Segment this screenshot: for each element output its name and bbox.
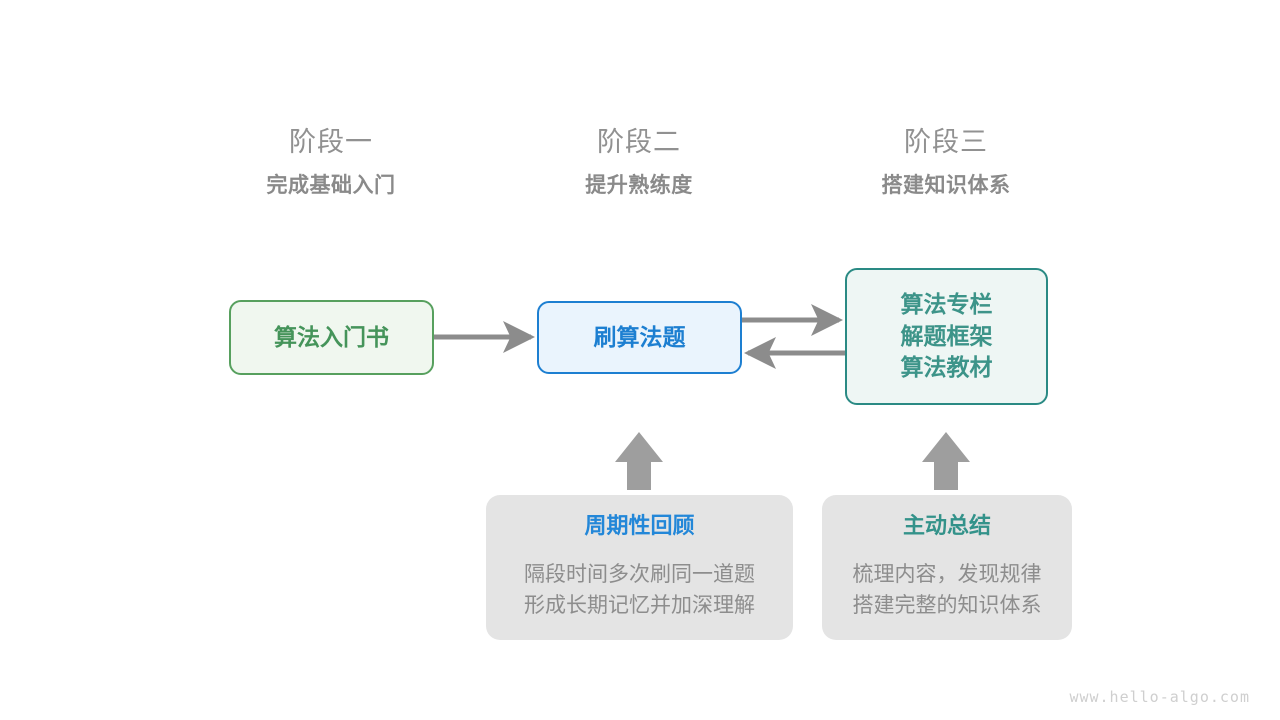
card-periodic-review-body: 隔段时间多次刷同一道题 形成长期记忆并加深理解 xyxy=(524,560,755,621)
node-intro-book-label: 算法入门书 xyxy=(274,323,389,350)
node-practice-problems-label: 刷算法题 xyxy=(593,323,686,350)
card-periodic-review-title: 周期性回顾 xyxy=(584,512,695,538)
stage-2-title: 阶段二 xyxy=(597,127,681,157)
stage-2-subtitle: 提升熟练度 xyxy=(585,173,693,197)
card-periodic-review-line-1: 隔段时间多次刷同一道题 xyxy=(524,563,755,587)
card-active-summary[interactable]: 主动总结 梳理内容，发现规律 搭建完整的知识体系 xyxy=(822,495,1072,640)
node-knowledge-system[interactable]: 算法专栏 解题框架 算法教材 xyxy=(845,268,1048,405)
stage-header-3: 阶段三 搭建知识体系 xyxy=(816,127,1076,197)
card-active-summary-body: 梳理内容，发现规律 搭建完整的知识体系 xyxy=(853,560,1042,621)
node-practice-problems[interactable]: 刷算法题 xyxy=(537,301,742,374)
card-active-summary-line-1: 梳理内容，发现规律 xyxy=(852,563,1042,587)
card-periodic-review[interactable]: 周期性回顾 隔段时间多次刷同一道题 形成长期记忆并加深理解 xyxy=(486,495,793,640)
stage-header-2: 阶段二 提升熟练度 xyxy=(509,127,769,197)
stage-header-1: 阶段一 完成基础入门 xyxy=(201,127,461,197)
stage-1-title: 阶段一 xyxy=(289,127,373,157)
card-periodic-review-line-2: 形成长期记忆并加深理解 xyxy=(524,593,755,617)
stage-1-subtitle: 完成基础入门 xyxy=(266,173,396,197)
stage-3-subtitle: 搭建知识体系 xyxy=(881,173,1011,197)
watermark: www.hello-algo.com xyxy=(1069,688,1250,706)
card-active-summary-line-2: 搭建完整的知识体系 xyxy=(852,593,1042,617)
arrow-up-summary xyxy=(922,432,970,490)
stage-3-title: 阶段三 xyxy=(904,127,988,157)
node-knowledge-system-line-1: 算法专栏 xyxy=(900,290,993,317)
card-active-summary-title: 主动总结 xyxy=(902,512,991,538)
node-knowledge-system-line-3: 算法教材 xyxy=(900,354,993,381)
arrow-up-review xyxy=(615,432,663,490)
node-knowledge-system-line-2: 解题框架 xyxy=(900,322,993,349)
node-intro-book[interactable]: 算法入门书 xyxy=(229,300,434,375)
